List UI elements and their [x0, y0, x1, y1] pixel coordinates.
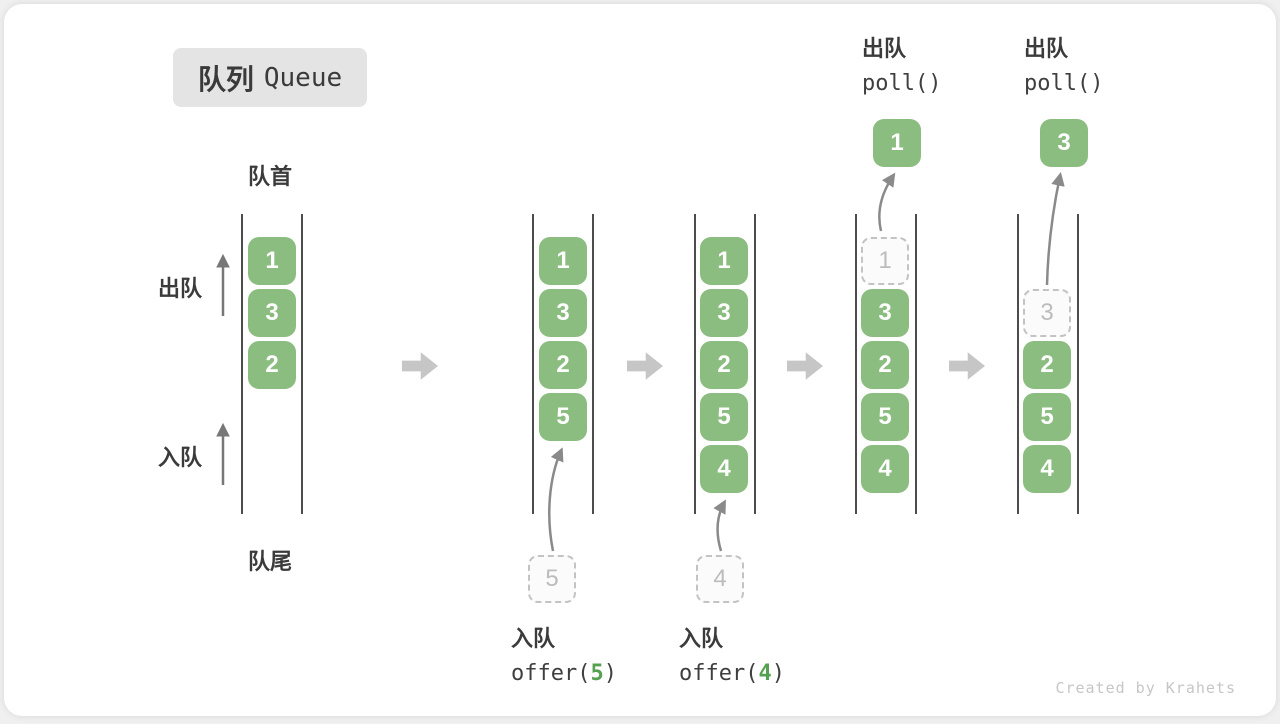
queue-rail [301, 214, 303, 514]
dequeue-flow-arrow-icon [878, 172, 896, 232]
queue-front-label: 队首 [248, 164, 293, 189]
queue-rail [1017, 214, 1019, 514]
removed-item-ghost: 1 [861, 237, 909, 285]
op-caption-poll-1: 出队 poll() [862, 31, 941, 96]
title-en: Queue [263, 62, 343, 93]
incoming-item-ghost: 5 [528, 555, 576, 603]
queue-item: 2 [1023, 341, 1071, 389]
op-code-label: offer(5) [511, 661, 617, 686]
queue-rail [694, 214, 696, 514]
queue-rail [532, 214, 534, 514]
queue-item: 3 [248, 289, 296, 337]
queue-item: 2 [539, 341, 587, 389]
op-caption-enqueue-5: 入队 offer(5) [511, 621, 617, 686]
op-code-label: poll() [862, 71, 942, 96]
queue-item: 4 [700, 445, 748, 493]
popped-item: 3 [1040, 119, 1088, 167]
enqueue-side-label: 入队 [158, 445, 203, 470]
queue-item: 1 [248, 237, 296, 285]
queue-rail [241, 214, 243, 514]
op-code-label: offer(4) [679, 661, 785, 686]
op-caption-poll-2: 出队 poll() [1024, 31, 1103, 96]
queue-item: 3 [700, 289, 748, 337]
queue-item: 3 [861, 289, 909, 337]
op-caption-enqueue-4: 入队 offer(4) [679, 621, 785, 686]
op-zh-label: 入队 [511, 626, 556, 651]
queue-rail [592, 214, 594, 514]
transition-arrow-icon [402, 352, 438, 380]
queue-rail [1077, 214, 1079, 514]
dequeue-flow-arrow-icon [1045, 171, 1065, 286]
op-zh-label: 入队 [679, 626, 724, 651]
queue-rear-label: 队尾 [248, 549, 293, 574]
queue-item: 3 [539, 289, 587, 337]
queue-item: 2 [700, 341, 748, 389]
queue-item: 2 [861, 341, 909, 389]
enqueue-flow-arrow-icon [548, 447, 564, 552]
dequeue-side-label: 出队 [158, 276, 203, 301]
queue-item: 4 [1023, 445, 1071, 493]
removed-item-ghost: 3 [1023, 289, 1071, 337]
queue-item: 1 [539, 237, 587, 285]
incoming-item-ghost: 4 [696, 555, 744, 603]
op-code-label: poll() [1024, 71, 1104, 96]
queue-item: 5 [861, 393, 909, 441]
queue-item: 5 [700, 393, 748, 441]
popped-item: 1 [873, 119, 921, 167]
transition-arrow-icon [949, 352, 985, 380]
enqueue-flow-arrow-icon [713, 499, 726, 552]
queue-rail [915, 214, 917, 514]
queue-item: 1 [700, 237, 748, 285]
watermark: Created by Krahets [1055, 679, 1236, 697]
queue-item: 4 [861, 445, 909, 493]
diagram-canvas: 队列 Queue 队首 队尾 出队 入队 1 3 2 1 3 2 5 5 1 3… [4, 4, 1276, 716]
queue-item: 5 [1023, 393, 1071, 441]
title-zh: 队列 [197, 63, 254, 95]
queue-item: 5 [539, 393, 587, 441]
transition-arrow-icon [627, 352, 663, 380]
title-box: 队列 Queue [173, 48, 367, 107]
transition-arrow-icon [787, 352, 823, 380]
queue-rail [855, 214, 857, 514]
queue-rail [754, 214, 756, 514]
op-zh-label: 出队 [862, 36, 907, 61]
queue-item: 2 [248, 341, 296, 389]
op-zh-label: 出队 [1024, 36, 1069, 61]
